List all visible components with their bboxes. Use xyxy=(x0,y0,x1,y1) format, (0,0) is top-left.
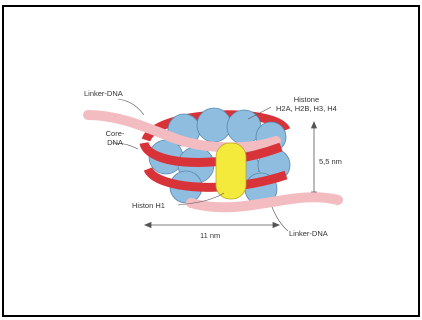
width-label: 11 nm xyxy=(200,231,220,240)
linker-dna-bottom-label: Linker-DNA xyxy=(289,229,328,238)
core-dna-label-line1: Core- xyxy=(102,129,128,138)
linker-dna-top-label: Linker-DNA xyxy=(84,89,123,98)
nucleosome-diagram: Linker-DNA Core- DNA Histone H2A, H2B, H… xyxy=(76,85,351,245)
core-dna-label: Core- DNA xyxy=(102,129,128,147)
linker-dna-lower xyxy=(191,197,338,207)
histon-h1-label: Histon H1 xyxy=(132,201,165,210)
height-label: 5,5 nm xyxy=(319,157,342,166)
histone-label: Histone H2A, H2B, H3, H4 xyxy=(276,95,337,113)
histone-h1-shape xyxy=(216,143,246,199)
width-dimension-arrow xyxy=(145,223,279,228)
core-dna-label-line2: DNA xyxy=(102,138,128,147)
histone-label-title: Histone xyxy=(276,95,337,104)
height-dimension-arrow xyxy=(312,122,317,198)
slide-frame: Linker-DNA Core- DNA Histone H2A, H2B, H… xyxy=(2,5,420,317)
histone-label-types: H2A, H2B, H3, H4 xyxy=(276,104,337,113)
